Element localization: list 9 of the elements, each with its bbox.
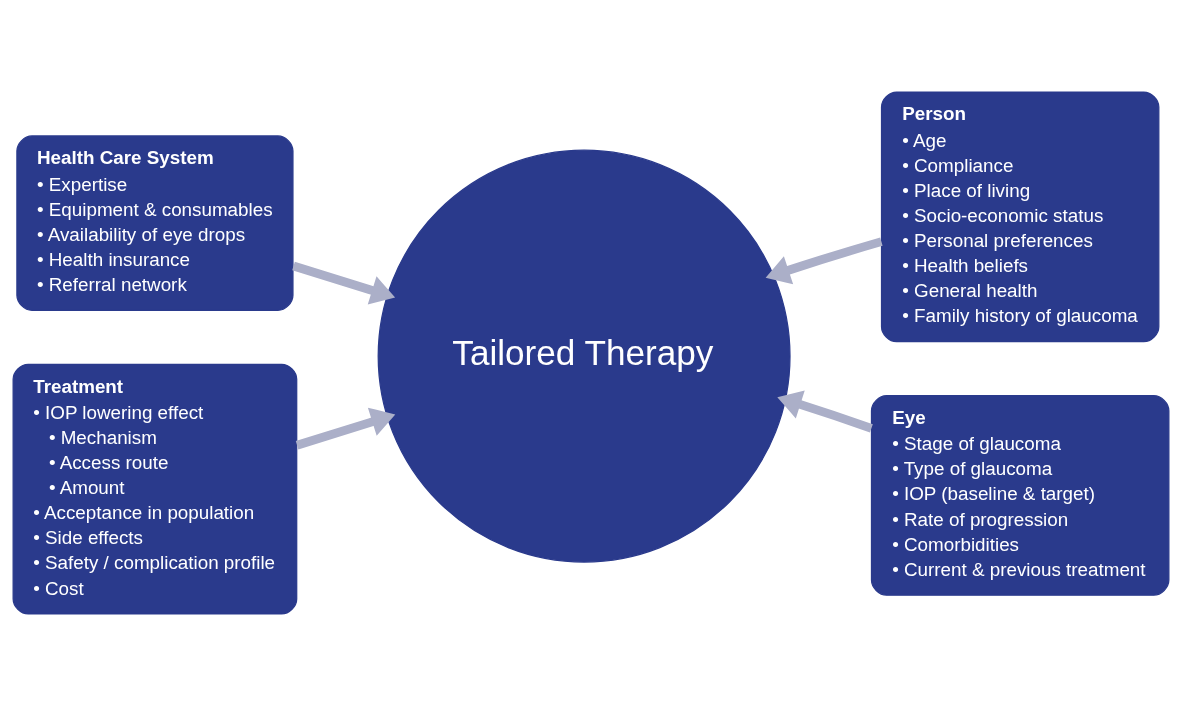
- node-box: Treatment • IOP lowering effect • Mechanism • Access route • Amount • Acceptance in population • Side effects • Safety / complication profile • Cost: [12, 363, 298, 615]
- arrow: [765, 237, 883, 285]
- arrow: [777, 390, 873, 433]
- arrow: [292, 261, 396, 305]
- node-box: Person • Age • Compliance • Place of living • Socio-economic status • Personal preferences • Health beliefs • General health • Family history of glaucoma: [880, 91, 1160, 343]
- node-box: Health Care System • Expertise • Equipment & consumables • Availability of eye drops • Health insurance • Referral network: [16, 135, 294, 311]
- node-box: Eye • Stage of glaucoma • Type of glaucoma • IOP (baseline & target) • Rate of progression • Comorbidities • Current & previous treatment: [870, 395, 1170, 596]
- node-circle: Tailored Therapy: [377, 149, 791, 563]
- arrow: [295, 407, 396, 450]
